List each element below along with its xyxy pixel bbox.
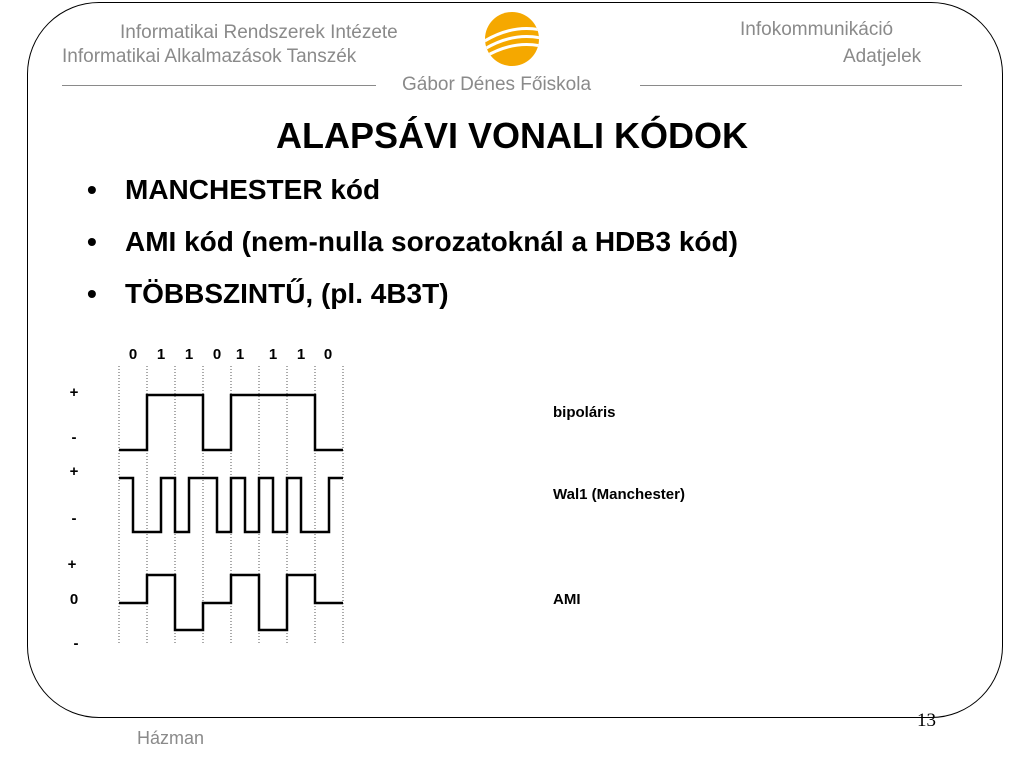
level-label: 0: [70, 591, 78, 608]
school-logo-icon: [485, 12, 539, 66]
level-label: -: [72, 429, 77, 446]
footer-author: Házman: [137, 728, 205, 748]
header-course: Infokommunikáció: [740, 19, 894, 40]
header-institute: Informatikai Rendszerek Intézete: [120, 22, 398, 43]
header-department: Informatikai Alkalmazások Tanszék: [62, 46, 357, 67]
bit-label: 1: [185, 346, 193, 363]
bit-label: 1: [269, 346, 277, 363]
bipolar-waveform: [119, 393, 343, 452]
bit-label: 1: [157, 346, 165, 363]
bullet-list: •MANCHESTER kód •AMI kód (nem-nulla soro…: [87, 170, 738, 326]
bullet-item: •MANCHESTER kód: [87, 174, 381, 205]
bit-label: 1: [297, 346, 305, 363]
bullet-item: •TÖBBSZINTŰ, (pl. 4B3T): [87, 278, 449, 309]
bullet-text: TÖBBSZINTŰ, (pl. 4B3T): [125, 278, 449, 309]
level-label: -: [74, 635, 79, 652]
signal-name-ami: AMI: [553, 591, 581, 608]
bit-label: 1: [236, 346, 244, 363]
level-label: -: [72, 510, 77, 527]
slide-title: ALAPSÁVI VONALI KÓDOK: [275, 115, 749, 156]
bit-label: 0: [213, 346, 221, 363]
bullet-text: MANCHESTER kód: [125, 174, 381, 205]
signal-name-manchester: Wal1 (Manchester): [553, 486, 685, 503]
bit-label: 0: [129, 346, 137, 363]
level-label: +: [70, 384, 79, 401]
signal-name-bipolar: bipoláris: [553, 404, 616, 421]
bullet-text: AMI kód (nem-nulla sorozatoknál a HDB3 k…: [125, 226, 738, 257]
manchester-waveform: [119, 476, 343, 534]
bullet-item: •AMI kód (nem-nulla sorozatoknál a HDB3 …: [87, 226, 738, 257]
header-topic: Adatjelek: [843, 46, 922, 67]
bit-label: 0: [324, 346, 332, 363]
header-rule-right: [640, 85, 962, 86]
slide-frame: [27, 2, 1003, 718]
level-label: +: [70, 463, 79, 480]
level-label: +: [68, 556, 77, 573]
header-school: Gábor Dénes Főiskola: [402, 74, 592, 95]
page-number: 13: [917, 710, 936, 731]
header-rule-left: [62, 85, 376, 86]
ami-waveform: [119, 573, 343, 632]
